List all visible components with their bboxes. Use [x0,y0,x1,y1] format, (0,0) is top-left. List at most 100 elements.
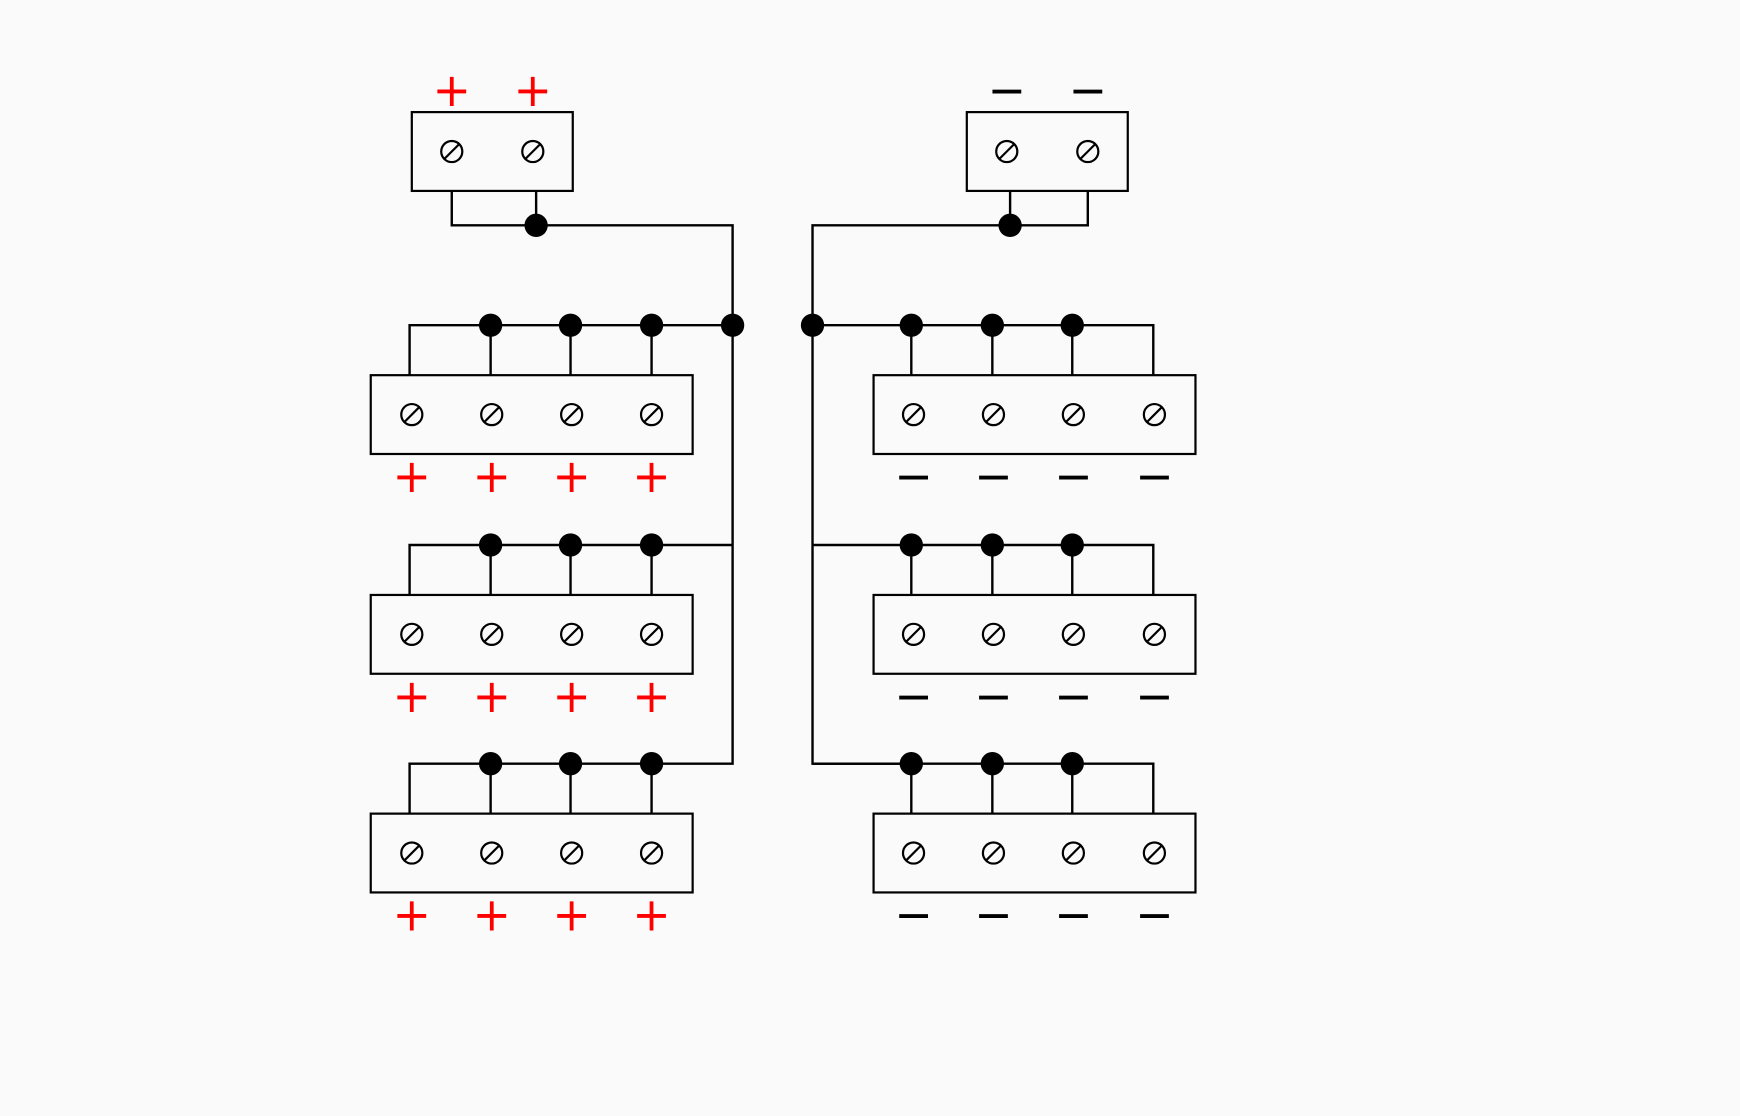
source-positive-sign: + [432,63,471,117]
slotted-screw-icon [521,139,545,164]
junction-dot [1060,313,1084,337]
slotted-screw-icon [480,402,504,427]
slotted-screw-icon [901,841,926,865]
junction-dot [1060,752,1084,776]
slotted-screw-icon [480,622,504,647]
negative-terminal-sign: − [974,449,1013,503]
negative-terminal-sign: − [894,888,933,942]
positive-terminal-sign: + [472,669,511,723]
wires [408,190,1155,814]
negative-terminal-sign: − [974,669,1013,723]
source-negative-block [965,111,1129,193]
terminal-block-frame [369,593,694,675]
terminal-block-frame [872,593,1197,675]
junction-dot [639,313,664,337]
source-positive-wire-a [450,190,537,227]
negative-distribution-block [872,812,1197,894]
positive-bus-wire [408,762,642,814]
negative-terminal-sign: − [1135,669,1174,723]
positive-terminal-sign: + [393,449,432,503]
terminal-block-frame [410,111,574,193]
source-negative-sign: − [987,63,1026,117]
slotted-screw-icon [480,841,504,865]
slotted-screw-icon [1061,402,1086,427]
source-negative-wire-a [1010,190,1090,227]
slotted-screw-icon [639,622,664,647]
slotted-screw-icon [981,622,1006,647]
slotted-screw-icon [981,841,1006,865]
junction-dot [980,313,1004,337]
negative-terminal-sign: − [1135,888,1174,942]
slotted-screw-icon [1076,139,1100,164]
negative-distribution-block [872,374,1197,456]
negative-terminal-sign: − [974,888,1013,942]
junction-dot [558,533,583,557]
slotted-screw-icon [560,841,584,865]
junction-dot [899,313,923,337]
negative-terminal-sign: − [1054,449,1093,503]
positive-bus-wire [408,324,733,376]
negative-terminal-sign: − [1135,449,1174,503]
junction-dot [639,533,664,557]
terminal-block-frame [369,812,694,894]
junction-dot [980,533,1004,557]
junction-dot [899,752,923,776]
positive-terminal-sign: + [552,888,591,942]
slotted-screw-icon [440,139,464,164]
source-negative-sign: − [1069,63,1108,117]
positive-bus-wire [408,543,733,595]
positive-terminal-sign: + [552,449,591,503]
junction-dot [899,533,923,557]
positive-terminal-sign: + [632,449,671,503]
junction-dot [478,313,503,337]
source-positive-sign: + [514,63,553,117]
negative-terminal-sign: − [1054,669,1093,723]
junction-dots [478,213,1084,776]
positive-distribution-block [369,812,694,894]
slotted-screw-icon [400,402,424,427]
slotted-screw-icon [639,402,664,427]
junction-dot [478,752,503,776]
negative-terminal-sign: − [894,449,933,503]
slotted-screw-icon [901,402,926,427]
junction-dot [524,213,548,237]
negative-terminal-sign: − [894,669,933,723]
slotted-screw-icon [901,622,926,647]
junction-dot [639,752,664,776]
slotted-screw-icon [560,402,584,427]
positive-distribution-block [369,374,694,456]
junction-dot [720,313,745,337]
positive-terminal-sign: + [472,888,511,942]
junction-dot [558,752,583,776]
junction-dot [980,752,1004,776]
positive-terminal-sign: + [393,669,432,723]
positive-terminal-sign: + [552,669,591,723]
slotted-screw-icon [1142,402,1167,427]
source-positive-block [410,111,574,193]
terminal-block-frame [965,111,1129,193]
terminal-block-frame [872,812,1197,894]
junction-dot [478,533,503,557]
junction-dot [998,213,1022,237]
negative-terminal-sign: − [1054,888,1093,942]
slotted-screw-icon [1142,841,1167,865]
polarity-labels: ++−−++++++++++++−−−−−−−−−−−− [393,63,1174,942]
terminal-blocks [369,111,1197,894]
negative-bus-wire [812,324,1155,376]
slotted-screw-icon [400,622,424,647]
slotted-screw-icon [1061,841,1086,865]
terminal-block-frame [369,374,694,456]
negative-distribution-block [872,593,1197,675]
positive-terminal-sign: + [472,449,511,503]
positive-terminal-sign: + [632,888,671,942]
slotted-screw-icon [981,402,1006,427]
slotted-screw-icon [400,841,424,865]
negative-bus-wire [812,543,1155,595]
slotted-screw-icon [995,139,1019,164]
junction-dot [800,313,825,337]
negative-bus-wire [812,762,1155,814]
positive-distribution-block [369,593,694,675]
junction-dot [1060,533,1084,557]
slotted-screw-icon [1142,622,1167,647]
